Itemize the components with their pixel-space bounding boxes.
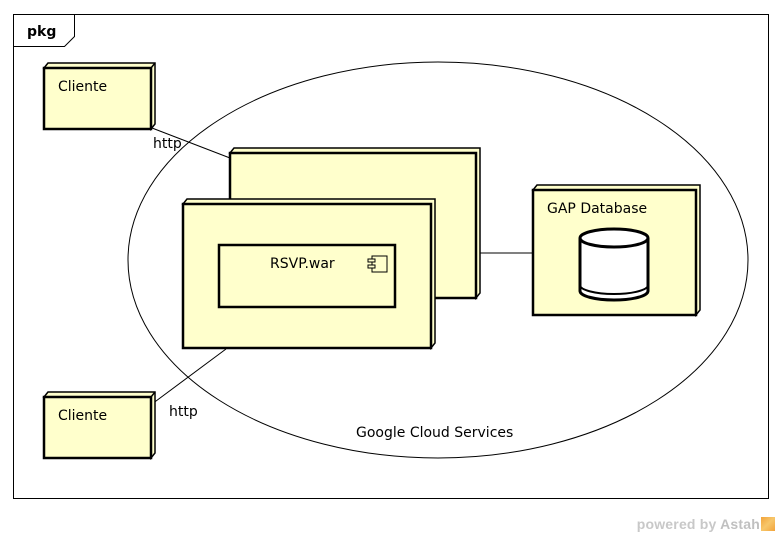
component-label: RSVP.war	[270, 256, 335, 272]
database-icon	[578, 227, 650, 302]
database-node[interactable]: GAP Database	[531, 184, 701, 318]
astah-logo-icon	[761, 517, 775, 531]
watermark-prefix: powered by	[636, 516, 721, 532]
link-top-label: http	[153, 136, 182, 152]
cloud-boundary	[127, 61, 749, 459]
powered-by-watermark: powered by Astah	[637, 516, 775, 532]
link-bottom-label: http	[169, 404, 198, 420]
package-tab	[13, 14, 75, 47]
client-node-bottom[interactable]: Cliente	[42, 391, 156, 461]
rsvp-war-component[interactable]: RSVP.war	[217, 243, 397, 309]
client-node-bottom-label: Cliente	[58, 408, 107, 424]
component-icon	[367, 255, 388, 273]
link-bottom	[151, 348, 227, 405]
package-label: pkg	[27, 24, 56, 40]
cloud-label: Google Cloud Services	[356, 425, 513, 441]
client-node-top-label: Cliente	[58, 79, 107, 95]
client-node-top[interactable]: Cliente	[42, 62, 156, 132]
database-node-label: GAP Database	[547, 201, 647, 217]
watermark-brand: Astah	[720, 516, 760, 532]
link-top	[151, 127, 231, 159]
